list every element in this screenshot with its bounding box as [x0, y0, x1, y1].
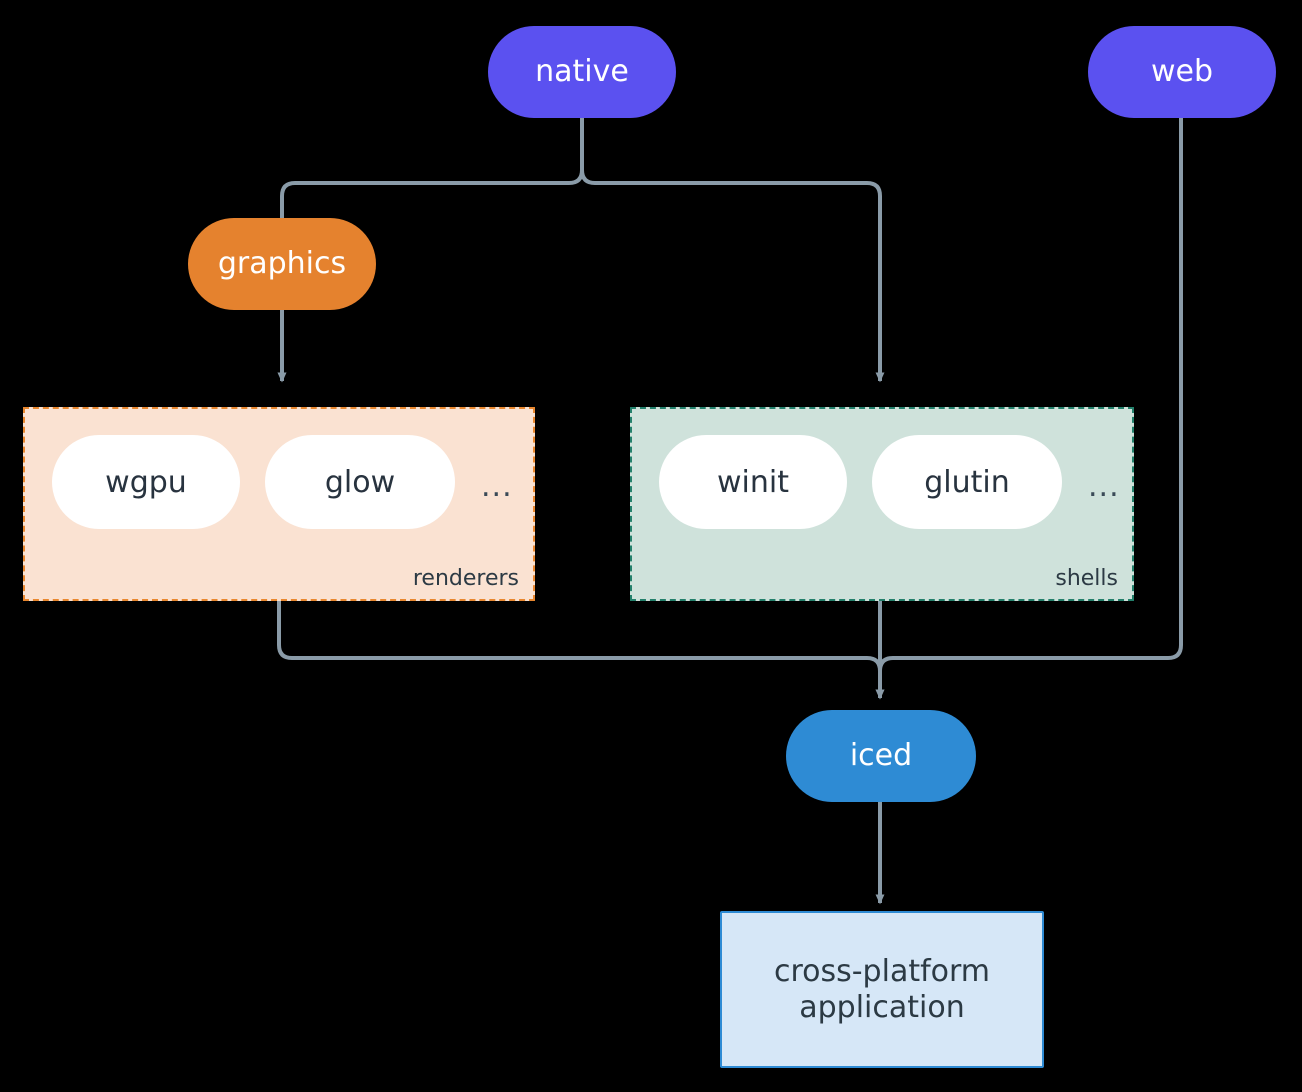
- edge-renderers-to-iced: [277, 601, 885, 700]
- group-shells: winit glutin ... shells: [630, 407, 1134, 601]
- member-glutin[interactable]: glutin: [872, 435, 1062, 529]
- node-web[interactable]: web: [1088, 26, 1276, 118]
- shells-more-ellipsis: ...: [1088, 469, 1120, 504]
- node-graphics[interactable]: graphics: [188, 218, 376, 310]
- member-wgpu-label: wgpu: [105, 464, 187, 500]
- group-shells-label: shells: [1055, 566, 1118, 591]
- group-renderers-label: renderers: [412, 566, 519, 591]
- node-graphics-label: graphics: [217, 246, 347, 282]
- node-iced-label: iced: [849, 738, 913, 774]
- member-glow[interactable]: glow: [265, 435, 455, 529]
- node-iced[interactable]: iced: [786, 710, 976, 802]
- application-label-line1: cross-platform: [773, 954, 991, 990]
- member-glutin-label: glutin: [924, 464, 1010, 500]
- member-winit-label: winit: [717, 464, 789, 500]
- renderers-more-ellipsis: ...: [481, 469, 513, 504]
- group-renderers: wgpu glow ... renderers: [23, 407, 535, 601]
- member-winit[interactable]: winit: [659, 435, 847, 529]
- node-native[interactable]: native: [488, 26, 676, 118]
- node-web-label: web: [1150, 54, 1214, 90]
- edge-native-to-shells: [580, 116, 885, 383]
- member-wgpu[interactable]: wgpu: [52, 435, 240, 529]
- node-cross-platform-application[interactable]: cross-platform application: [720, 911, 1044, 1068]
- application-label-line2: application: [799, 989, 965, 1025]
- member-glow-label: glow: [324, 464, 396, 500]
- node-native-label: native: [535, 54, 629, 90]
